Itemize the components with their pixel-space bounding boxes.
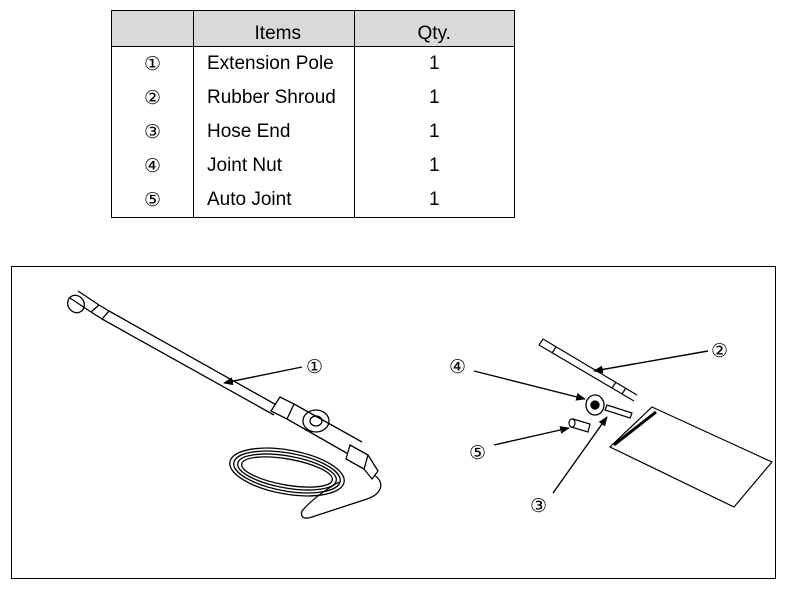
row-number: ③	[111, 115, 194, 149]
parts-illustration: ① ② ④ ⑤	[11, 266, 776, 579]
row-qty: 1	[353, 81, 515, 115]
extension-pole-drawing	[67, 290, 382, 519]
joint-nut-drawing	[585, 394, 605, 416]
callout-2: ②	[711, 340, 728, 362]
hose-end-drawing	[604, 404, 633, 419]
table-row: ⑤ Auto Joint 1	[111, 183, 515, 218]
table-row: ④ Joint Nut 1	[111, 149, 515, 183]
header-number	[111, 10, 194, 47]
row-qty: 1	[353, 149, 515, 183]
table-row: ③ Hose End 1	[111, 115, 515, 149]
row-number: ④	[111, 149, 194, 183]
row-item: Hose End	[193, 115, 355, 149]
row-item: Extension Pole	[193, 46, 355, 81]
callout-5: ⑤	[469, 442, 486, 464]
callout-4: ④	[449, 356, 466, 378]
row-qty: 1	[353, 115, 515, 149]
table-header-row: Items Qty.	[111, 10, 515, 47]
callout-3: ③	[530, 495, 547, 517]
illustration-drawing: ① ② ④ ⑤	[67, 290, 773, 519]
callout-1: ①	[306, 356, 323, 378]
row-qty: 1	[353, 183, 515, 218]
row-number: ①	[111, 46, 194, 81]
table-row: ② Rubber Shroud 1	[111, 81, 515, 115]
row-item: Auto Joint	[193, 183, 355, 218]
row-number: ②	[111, 81, 194, 115]
rubber-shroud-drawing	[538, 338, 773, 508]
header-qty: Qty.	[353, 10, 515, 47]
header-items: Items	[193, 10, 355, 47]
row-item: Rubber Shroud	[193, 81, 355, 115]
row-number: ⑤	[111, 183, 194, 218]
auto-joint-drawing	[568, 418, 591, 433]
row-qty: 1	[353, 46, 515, 81]
table-row: ① Extension Pole 1	[111, 46, 515, 81]
parts-table: Items Qty. ① Extension Pole 1 ② Rubber S…	[111, 10, 515, 218]
row-item: Joint Nut	[193, 149, 355, 183]
